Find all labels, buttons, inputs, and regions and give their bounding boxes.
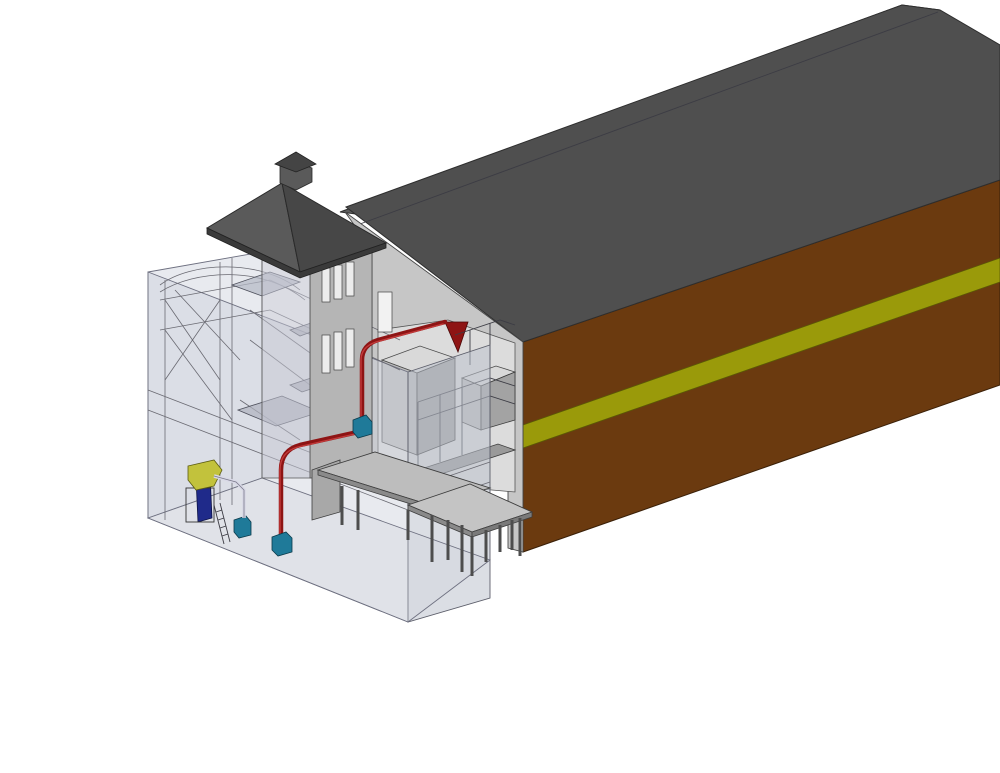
red-hopper: [444, 321, 469, 354]
window-upper-1: [321, 267, 331, 303]
annex-floor: [146, 477, 491, 623]
window-lower-2: [333, 331, 343, 371]
support-columns: [340, 486, 522, 576]
blue-fan-lower: [271, 531, 293, 557]
access-ladder: [213, 502, 231, 545]
window-upper-2: [333, 264, 343, 300]
blue-fan-filter: [233, 515, 252, 539]
blue-fan-upper: [352, 414, 373, 439]
window-lower-3: [345, 328, 355, 368]
tower-cupola-cap: [274, 151, 317, 173]
tower-roof-eave: [206, 227, 387, 279]
window-cutaway: [377, 291, 393, 333]
window-upper-3: [345, 261, 355, 297]
yellow-cyclone-separator: [187, 459, 223, 491]
roof-ridge-line: [359, 11, 939, 225]
window-lower-1: [321, 334, 331, 374]
red-duct-system: [278, 319, 448, 543]
equipment: [185, 414, 373, 557]
